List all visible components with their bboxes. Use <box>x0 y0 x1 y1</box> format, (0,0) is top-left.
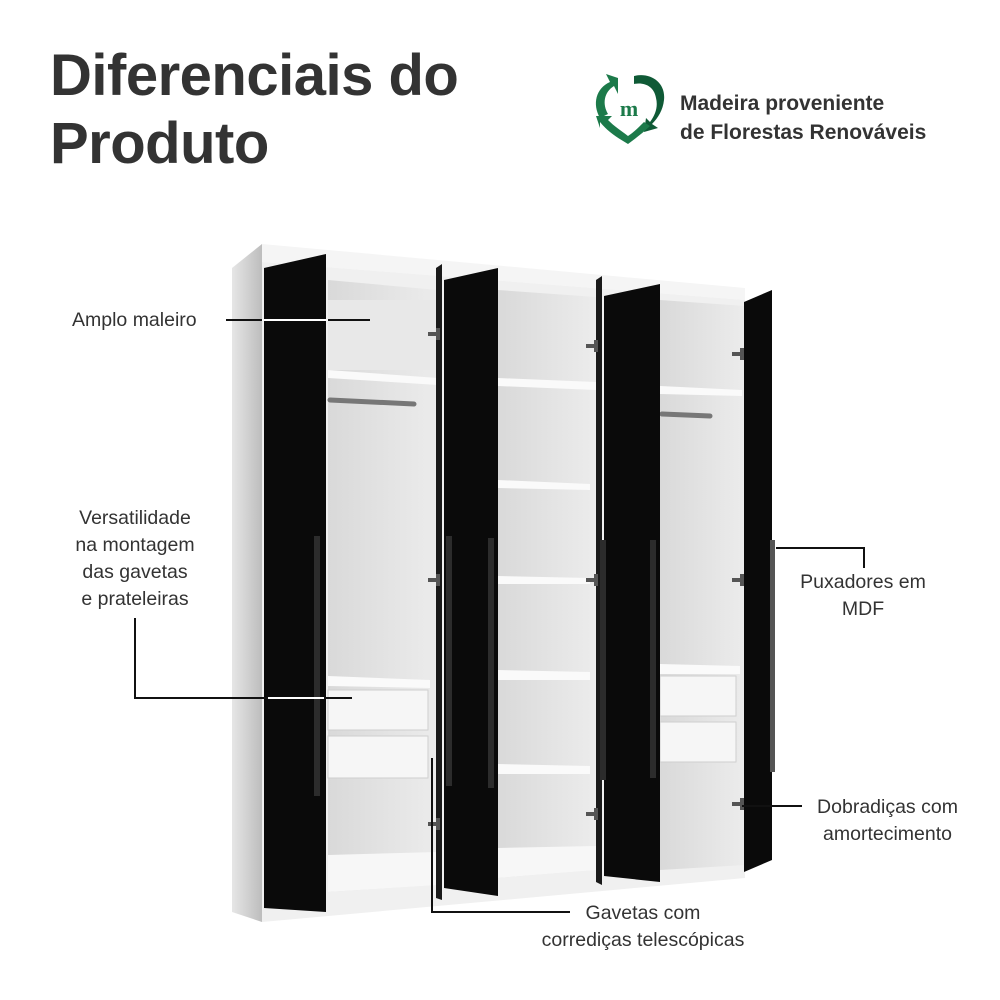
clothes-rod <box>327 397 417 407</box>
callout-puxadores: Puxadores em MDF <box>800 571 926 620</box>
callout-amplo-maleiro: Amplo maleiro <box>72 309 197 331</box>
svg-text:m: m <box>620 96 638 121</box>
door-handle <box>314 536 320 796</box>
door-handle <box>770 540 775 772</box>
drawer <box>327 735 429 779</box>
callout-gavetas: Gavetas com corrediças telescópicas <box>541 902 745 951</box>
page-title-line-2: Produto <box>50 111 269 176</box>
recycle-heart-m-icon: m <box>595 74 665 144</box>
door-1 <box>264 254 326 912</box>
drawer <box>659 675 737 717</box>
callout-lines <box>134 319 865 913</box>
door-handle <box>650 540 656 778</box>
callout-versatilidade: Versatilidade na montagem das gavetas e … <box>75 507 195 610</box>
door-3 <box>604 284 660 882</box>
clothes-rod <box>659 411 713 419</box>
wardrobe-side-panel <box>232 244 262 922</box>
door-handle <box>600 540 606 780</box>
door-4 <box>744 290 772 872</box>
sustainability-line-1: Madeira proveniente <box>680 92 885 115</box>
page-title-line-1: Diferenciais do <box>50 43 459 108</box>
door-handle <box>446 536 452 786</box>
sustainability-text: Madeira proveniente de Florestas Renováv… <box>680 89 926 147</box>
sustainability-line-2: de Florestas Renováveis <box>680 121 927 144</box>
drawer <box>659 721 737 763</box>
sustainability-badge: m Madeira proveniente de Florestas Renov… <box>588 72 968 152</box>
hinge-icons <box>428 328 744 830</box>
drawer <box>327 689 429 731</box>
callout-dobradicas: Dobradiças com amortecimento <box>817 796 958 845</box>
page-title: Diferenciais do Produto <box>50 42 459 178</box>
door-2 <box>444 268 498 896</box>
door-handle <box>488 538 494 788</box>
